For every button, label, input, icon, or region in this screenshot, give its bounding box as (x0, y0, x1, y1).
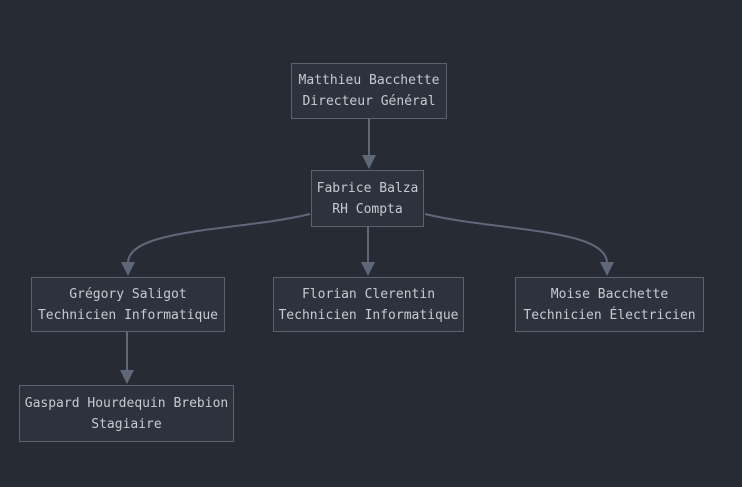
edge-matthieu-to-fabrice (362, 119, 376, 169)
person-role: Technicien Électricien (523, 307, 696, 323)
person-name: Grégory Saligot (69, 286, 187, 302)
person-name: Matthieu Bacchette (298, 73, 440, 88)
person-role: Directeur Général (302, 94, 436, 109)
org-node-matthieu-bacchette: Matthieu Bacchette Directeur Général (291, 63, 447, 119)
arrowhead-icon (120, 370, 134, 384)
edge-line (424, 213, 608, 264)
person-name: Florian Clerentin (301, 286, 436, 302)
arrowhead-icon (361, 262, 375, 276)
person-role: Technicien Informatique (278, 307, 459, 323)
edge-fabrice-to-gregory (121, 213, 311, 276)
edge-fabrice-to-florian (361, 227, 375, 276)
arrowhead-icon (362, 155, 376, 169)
person-role: Stagiaire (91, 416, 162, 432)
arrowhead-icon (121, 262, 135, 276)
edge-gregory-to-gaspard (120, 332, 134, 384)
arrowhead-icon (600, 262, 614, 276)
edge-fabrice-to-moise (424, 213, 614, 276)
person-name: Fabrice Balza (316, 180, 419, 196)
person-name: Gaspard Hourdequin Brebion (24, 395, 229, 411)
person-name: Moise Bacchette (550, 286, 669, 302)
person-role: RH Compta (332, 201, 403, 217)
org-node-fabrice-balza: Fabrice Balza RH Compta (311, 170, 424, 227)
org-node-florian-clerentin: Florian Clerentin Technicien Informatiqu… (273, 277, 464, 332)
person-role: Technicien Informatique (37, 307, 218, 323)
org-node-gaspard-hourdequin-brebion: Gaspard Hourdequin Brebion Stagiaire (19, 385, 234, 442)
org-node-moise-bacchette: Moise Bacchette Technicien Électricien (515, 277, 704, 332)
edge-line (127, 213, 311, 264)
org-node-gregory-saligot: Grégory Saligot Technicien Informatique (31, 277, 225, 332)
